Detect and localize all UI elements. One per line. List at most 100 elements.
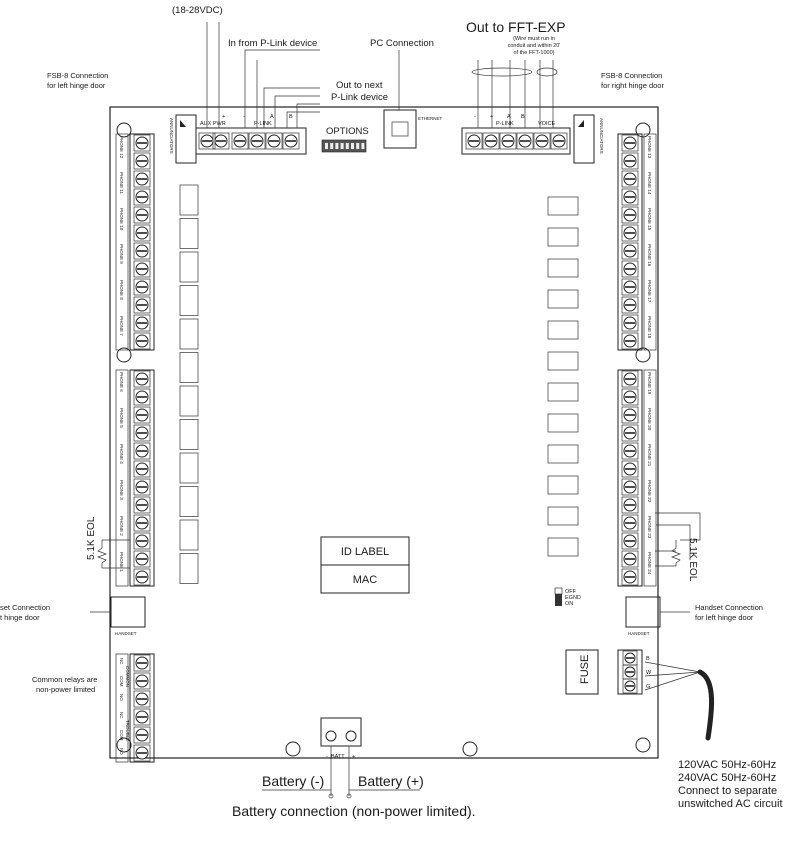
out-to-next-label: Out to next — [336, 80, 383, 91]
svg-text:MAC: MAC — [353, 574, 378, 586]
phone-terminal-label: PHONE 1 — [119, 552, 124, 572]
plink-left-label: P-LINK — [254, 121, 272, 127]
ethernet-jack: ETHERNET — [383, 50, 443, 149]
relays-note-line2: non-power limited — [36, 685, 95, 694]
annunciator-connectors: ANNUNCIATORS ANNUNCIATORS — [169, 114, 604, 164]
svg-text:ANNUNCIATORS: ANNUNCIATORS — [599, 118, 604, 154]
svg-text:+: + — [490, 114, 493, 120]
phone-terminal-label: PHONE 4 — [119, 444, 124, 464]
svg-text:(Wire must run in: (Wire must run in — [513, 36, 555, 42]
svg-text:B: B — [521, 114, 525, 120]
power-voltage-label: (18-28VDC) — [172, 5, 223, 16]
relay-terminal-label: NO — [119, 748, 124, 755]
ac-terminal-label: W — [646, 670, 652, 676]
options-dip-switch: OPTIONS — [321, 126, 369, 153]
handset-right-line1: Handset Connection — [695, 603, 763, 612]
phone-terminal-label: PHONE 9 — [119, 244, 124, 264]
right-eol-resistor — [655, 512, 701, 567]
fsb8-left-line1: FSB-8 Connection — [47, 71, 108, 80]
svg-text:+: + — [222, 114, 225, 120]
plink-right-label: P-LINK — [496, 121, 514, 127]
svg-text:+: + — [352, 754, 355, 760]
ac-line1: 120VAC 50Hz-60Hz — [678, 759, 776, 771]
phone-terminal-label: PHONE 16 — [647, 244, 652, 267]
out-to-fft-exp-label: Out to FFT-EXP — [466, 19, 566, 35]
relays-note-line1: Common relays are — [32, 675, 97, 684]
mac-label-box: MAC — [320, 564, 410, 594]
relay-group-label: COMMON — [125, 666, 130, 687]
phone-terminal-label: PHONE 19 — [647, 372, 652, 395]
handset-left-line1: set Connection — [0, 603, 50, 612]
svg-text:HANDSET: HANDSET — [628, 631, 650, 636]
ethernet-label: ETHERNET — [418, 116, 443, 121]
phone-terminal-label: PHONE 20 — [647, 408, 652, 431]
svg-text:ON: ON — [565, 601, 573, 607]
battery-terminal: BATT - + — [262, 717, 420, 799]
phone-terminal-label: PHONE 13 — [647, 136, 652, 159]
handset-left-line2: t hinge door — [0, 613, 40, 622]
voice-label: VOICE — [538, 121, 555, 127]
svg-text:-: - — [326, 754, 328, 760]
ac-terminal-block: B W G — [617, 649, 652, 695]
right-eol-label: 5.1K EOL — [687, 538, 698, 582]
fsb8-right-line1: FSB-8 Connection — [601, 71, 662, 80]
phone-terminal-label: PHONE 22 — [647, 480, 652, 503]
ac-line2: 240VAC 50Hz-60Hz — [678, 772, 776, 784]
phone-terminal-label: PHONE 10 — [119, 208, 124, 231]
aux-pwr-label: AUX PWR — [200, 121, 226, 127]
svg-text:ANNUNCIATORS: ANNUNCIATORS — [169, 118, 174, 154]
phone-terminal-label: PHONE 24 — [647, 552, 652, 575]
right-led-column — [547, 196, 579, 557]
phone-terminal-label: PHONE 21 — [647, 444, 652, 467]
top-wires — [206, 22, 558, 128]
board-outline — [109, 106, 659, 759]
relay-terminal-label: NC — [119, 712, 124, 719]
phone-terminal-label: PHONE 2 — [119, 516, 124, 536]
fsb8-left-line2: for left hinge door — [47, 81, 106, 90]
phone-terminal-label: PHONE 3 — [119, 480, 124, 500]
left-eol-label: 5.1K EOL — [86, 516, 97, 560]
phone-terminal-label: PHONE 5 — [119, 408, 124, 428]
relay-terminal-label: COM — [119, 676, 124, 687]
svg-text:EGND: EGND — [565, 595, 581, 601]
id-label-box: ID LABEL — [320, 536, 410, 566]
options-label: OPTIONS — [326, 126, 369, 137]
svg-text:A: A — [270, 114, 274, 120]
relay-group-label: TROUBLE — [125, 720, 130, 741]
ac-line3: Connect to separate — [678, 785, 777, 797]
phone-terminal-label: PHONE 15 — [647, 208, 652, 231]
ac-cable — [644, 661, 715, 741]
top-right-terminal-block — [461, 127, 571, 155]
ac-terminal-label: G — [646, 684, 650, 690]
handset-connector-right: HANDSET — [625, 596, 690, 636]
ac-terminal-label: B — [646, 656, 650, 662]
handset-right-line2: for left hinge door — [695, 613, 754, 622]
left-led-column — [179, 184, 199, 584]
egnd-jumper: OFF EGND ON — [554, 587, 581, 607]
svg-text:ID LABEL: ID LABEL — [341, 546, 389, 558]
fsb8-right-line2: for right hinge door — [601, 81, 664, 90]
svg-text:FUSE: FUSE — [579, 655, 591, 684]
phone-terminal-label: PHONE 8 — [119, 280, 124, 300]
mounting-holes — [116, 122, 651, 757]
in-from-plink-label: In from P-Link device — [228, 38, 317, 49]
phone-terminal-label: PHONE 11 — [119, 172, 124, 194]
phone-terminal-label: PHONE 12 — [119, 136, 124, 159]
phone-terminal-label: PHONE 18 — [647, 316, 652, 339]
phone-terminal-label: PHONE 23 — [647, 516, 652, 539]
relay-terminal-label: NC — [119, 658, 124, 665]
left-eol-resistor — [97, 539, 130, 569]
svg-text:OFF: OFF — [565, 589, 577, 595]
battery-connection-label: Battery connection (non-power limited). — [232, 803, 476, 819]
svg-text:conduit and within 20': conduit and within 20' — [508, 43, 561, 49]
top-left-terminal-block — [195, 127, 307, 155]
svg-text:-: - — [243, 114, 245, 120]
relay-terminal-label: NO — [119, 694, 124, 701]
svg-text:B: B — [289, 114, 293, 120]
svg-text:HANDSET: HANDSET — [115, 631, 137, 636]
